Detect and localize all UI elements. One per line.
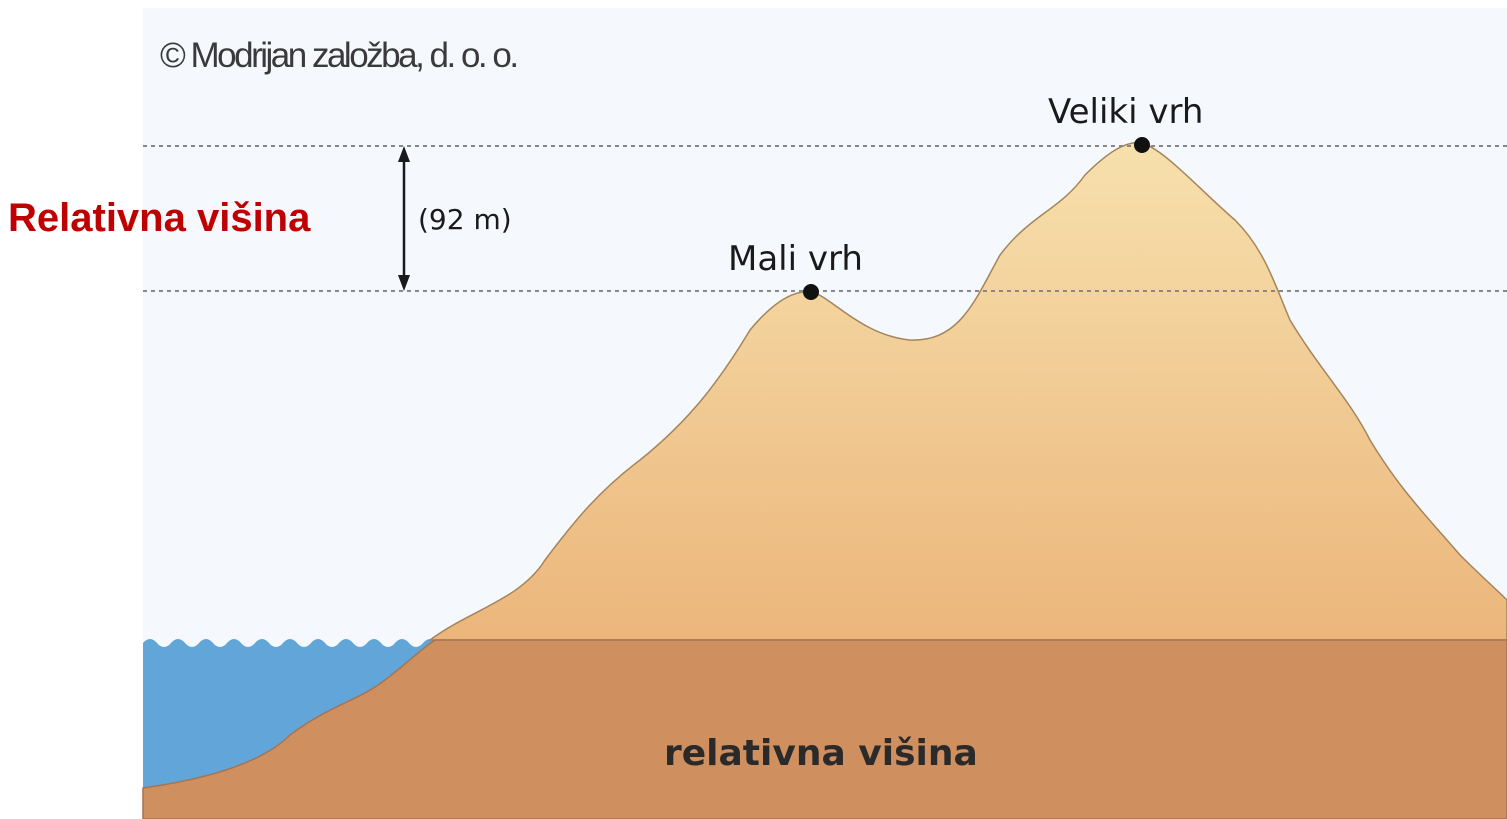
mali-vrh-label: Mali vrh (728, 239, 863, 279)
base-ground (142, 639, 1507, 819)
veliki-vrh-dot (1134, 137, 1150, 153)
base-label: relativna višina (664, 733, 978, 774)
veliki-vrh-label: Veliki vrh (1048, 92, 1203, 132)
relativna-visina-title: Relativna višina (8, 196, 311, 240)
height-difference-value: (92 m) (418, 203, 512, 236)
mountain (427, 141, 1507, 641)
mali-vrh-dot (803, 284, 819, 300)
copyright-text: © Modrijan založba, d. o. o. (160, 36, 517, 75)
height-difference-arrow (398, 146, 410, 291)
